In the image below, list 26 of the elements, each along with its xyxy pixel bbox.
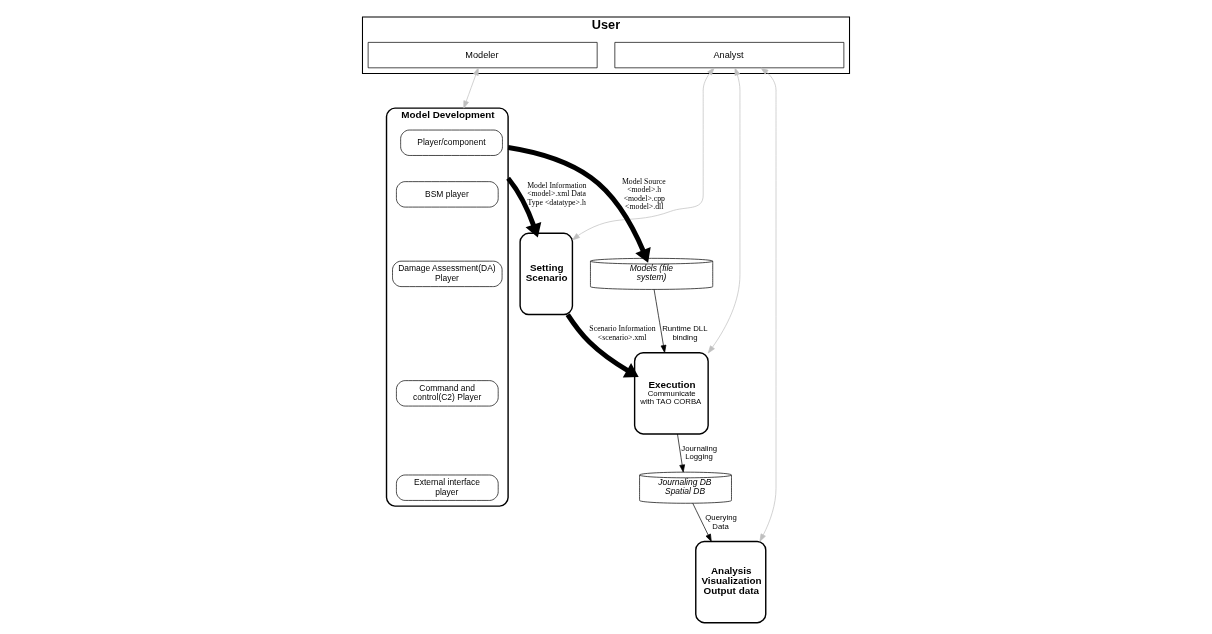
node-box: External interface player [396, 474, 499, 501]
node-box: Setting Scenario [519, 232, 574, 316]
arrow [463, 67, 479, 109]
node-box: Modeler [367, 42, 598, 69]
arrow [572, 67, 715, 241]
edge-label: Model Information <model>.xml Data Type <datatype>.h [527, 180, 587, 207]
edge-label: Journaling Logging [681, 443, 718, 462]
arrow [565, 313, 639, 378]
node-box: Command and control(C2) Player [396, 380, 499, 407]
node-box: Analyst [614, 42, 845, 69]
arrow [692, 503, 712, 542]
arrow [707, 67, 741, 354]
edge-label: Runtime DLL binding [662, 324, 708, 342]
node-box: Damage Assessment(DA) Player [392, 260, 503, 287]
node-box: Player/component [400, 129, 503, 156]
edge-label: Scenario Information <scenario>.xml [589, 324, 656, 342]
arrow [653, 289, 667, 353]
arrow [759, 67, 777, 542]
node-box: BSM player [396, 181, 499, 208]
arrow [507, 145, 651, 263]
arrow [506, 176, 542, 238]
edge-label: Querying Data [705, 513, 737, 531]
edge-label: Model Source <model>.h <model>.cpp <model>.dll [621, 176, 666, 212]
node-box: Execution Communicate with TAO CORBA [633, 352, 709, 435]
node-box: Analysis Visualization Output data [695, 540, 767, 624]
arrow [677, 433, 685, 473]
